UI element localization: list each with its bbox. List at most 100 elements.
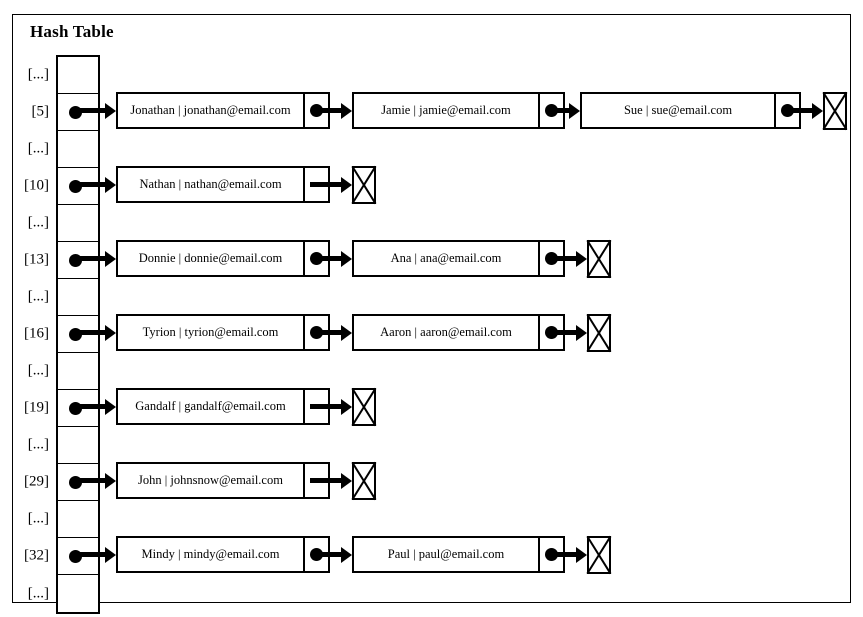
- page-title: Hash Table: [30, 22, 114, 41]
- hash-chain-row: Tyrion | tyrion@email.com Aaron | aaron@e…: [0, 313, 863, 352]
- linked-list-node[interactable]: Ana | ana@email.com: [352, 240, 565, 277]
- bucket-to-node-arrow-icon: [78, 250, 116, 267]
- hash-chain-row: Gandalf | gandalf@email.com: [0, 387, 863, 426]
- hash-bucket-cell-empty[interactable]: [...]: [28, 575, 98, 612]
- node-key-value-text: Gandalf | gandalf@email.com: [135, 399, 286, 413]
- null-terminator-icon: [586, 313, 612, 352]
- node-to-null-arrow-icon: [553, 324, 587, 341]
- null-terminator-icon: [351, 387, 377, 426]
- bucket-to-node-arrow-icon: [78, 472, 116, 489]
- hash-bucket-cell-empty[interactable]: [...]: [28, 279, 98, 316]
- node-key-value-text: Tyrion | tyrion@email.com: [142, 325, 279, 339]
- hash-bucket-index-label: [5]: [31, 103, 50, 120]
- node-next-pointer-cell: [303, 390, 328, 423]
- node-pointer-dot-icon: [545, 104, 558, 117]
- hash-chain-row: Donnie | donnie@email.com Ana | ana@email…: [0, 239, 863, 278]
- hash-bucket-cell-empty[interactable]: [...]: [28, 427, 98, 464]
- hash-bucket-index-label: [10]: [24, 177, 49, 194]
- node-next-pointer-cell: [538, 316, 563, 349]
- linked-list-node[interactable]: Sue | sue@email.com: [580, 92, 801, 129]
- node-pointer-dot-icon: [310, 252, 323, 265]
- bucket-to-node-arrow-icon: [78, 102, 116, 119]
- hash-bucket-index-label: [29]: [24, 473, 49, 490]
- node-next-pointer-cell: [774, 94, 799, 127]
- node-next-pointer-cell: [303, 94, 328, 127]
- node-pointer-dot-icon: [310, 104, 323, 117]
- node-key-value-text: Jonathan | jonathan@email.com: [130, 103, 291, 117]
- hash-bucket-index-label: [...]: [27, 510, 49, 527]
- hash-bucket-index-label: [19]: [24, 399, 49, 416]
- node-next-pointer-cell: [538, 538, 563, 571]
- node-key-value-text: Sue | sue@email.com: [623, 103, 733, 117]
- hash-bucket-index-label: [...]: [27, 362, 49, 379]
- hash-bucket-index-label: [...]: [27, 436, 49, 453]
- node-key-value-text: Nathan | nathan@email.com: [139, 177, 282, 191]
- linked-list-node[interactable]: Tyrion | tyrion@email.com: [116, 314, 330, 351]
- node-next-pointer-cell: [538, 242, 563, 275]
- node-to-null-arrow-icon: [553, 546, 587, 563]
- bucket-to-node-arrow-icon: [78, 324, 116, 341]
- hash-bucket-index-label: [13]: [24, 251, 49, 268]
- null-terminator-icon: [586, 535, 612, 574]
- hash-chain-row: Nathan | nathan@email.com: [0, 165, 863, 204]
- null-terminator-icon: [351, 461, 377, 500]
- linked-list-node[interactable]: Donnie | donnie@email.com: [116, 240, 330, 277]
- node-to-node-arrow-icon: [318, 102, 352, 119]
- bucket-to-node-arrow-icon: [78, 398, 116, 415]
- hash-bucket-index-label: [16]: [24, 325, 49, 342]
- node-to-null-arrow-icon: [789, 102, 823, 119]
- node-pointer-dot-icon: [545, 252, 558, 265]
- null-terminator-icon: [351, 165, 377, 204]
- node-key-value-text: Paul | paul@email.com: [387, 547, 505, 561]
- linked-list-node[interactable]: John | johnsnow@email.com: [116, 462, 330, 499]
- node-next-pointer-cell: [303, 316, 328, 349]
- node-pointer-dot-icon: [310, 548, 323, 561]
- linked-list-node[interactable]: Gandalf | gandalf@email.com: [116, 388, 330, 425]
- linked-list-node[interactable]: Jamie | jamie@email.com: [352, 92, 565, 129]
- node-to-null-arrow-icon: [310, 472, 352, 489]
- hash-bucket-index-label: [...]: [27, 585, 49, 601]
- hash-chain-row: Mindy | mindy@email.com Paul | paul@email…: [0, 535, 863, 574]
- hash-chain-row: John | johnsnow@email.com: [0, 461, 863, 500]
- node-key-value-text: Ana | ana@email.com: [390, 251, 502, 265]
- hash-bucket-cell-empty[interactable]: [...]: [28, 205, 98, 242]
- node-to-null-arrow-icon: [310, 176, 352, 193]
- node-next-pointer-cell: [303, 464, 328, 497]
- hash-bucket-index-label: [...]: [27, 214, 49, 231]
- hash-bucket-cell-empty[interactable]: [...]: [28, 131, 98, 168]
- node-pointer-dot-icon: [781, 104, 794, 117]
- node-key-value-text: Donnie | donnie@email.com: [138, 251, 283, 265]
- node-to-node-arrow-icon: [318, 324, 352, 341]
- node-to-node-arrow-icon: [553, 102, 580, 119]
- hash-bucket-index-label: [...]: [27, 288, 49, 305]
- linked-list-node[interactable]: Paul | paul@email.com: [352, 536, 565, 573]
- linked-list-node[interactable]: Aaron | aaron@email.com: [352, 314, 565, 351]
- node-to-node-arrow-icon: [318, 546, 352, 563]
- node-key-value-text: John | johnsnow@email.com: [138, 473, 283, 487]
- node-to-node-arrow-icon: [318, 250, 352, 267]
- linked-list-node[interactable]: Nathan | nathan@email.com: [116, 166, 330, 203]
- hash-bucket-cell-empty[interactable]: [...]: [28, 353, 98, 390]
- node-to-null-arrow-icon: [553, 250, 587, 267]
- linked-list-node[interactable]: Jonathan | jonathan@email.com: [116, 92, 330, 129]
- hash-bucket-index-label: [32]: [24, 547, 49, 564]
- bucket-to-node-arrow-icon: [78, 546, 116, 563]
- node-pointer-dot-icon: [310, 326, 323, 339]
- bucket-to-node-arrow-icon: [78, 176, 116, 193]
- null-terminator-icon: [586, 239, 612, 278]
- hash-bucket-index-label: [...]: [27, 66, 49, 83]
- null-terminator-icon: [822, 91, 848, 130]
- node-next-pointer-cell: [303, 242, 328, 275]
- hash-bucket-cell-empty[interactable]: [...]: [28, 57, 98, 94]
- node-key-value-text: Jamie | jamie@email.com: [381, 103, 511, 117]
- node-pointer-dot-icon: [545, 548, 558, 561]
- linked-list-node[interactable]: Mindy | mindy@email.com: [116, 536, 330, 573]
- node-key-value-text: Aaron | aaron@email.com: [380, 325, 512, 339]
- node-next-pointer-cell: [303, 168, 328, 201]
- hash-chain-row: Jonathan | jonathan@email.com Jamie | jam…: [0, 91, 863, 130]
- node-next-pointer-cell: [538, 94, 563, 127]
- hash-bucket-cell-empty[interactable]: [...]: [28, 501, 98, 538]
- node-pointer-dot-icon: [545, 326, 558, 339]
- node-to-null-arrow-icon: [310, 398, 352, 415]
